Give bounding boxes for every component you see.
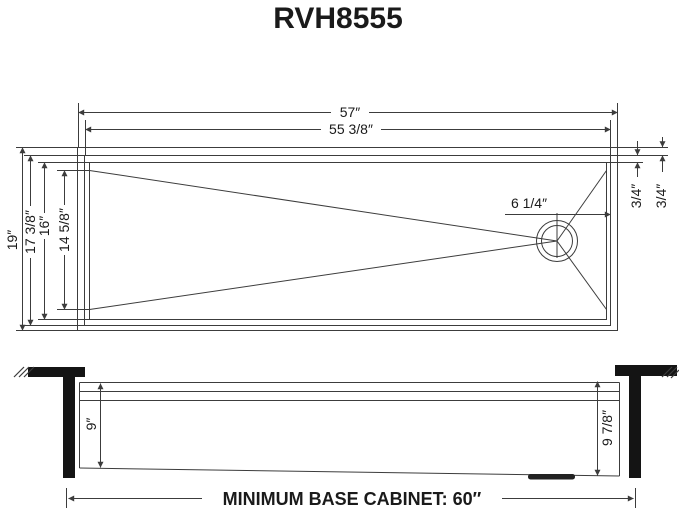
basin-slope-line-bottom-right [556,240,607,310]
svg-text:9 7/8″: 9 7/8″ [599,410,615,446]
svg-text:9″: 9″ [83,418,99,431]
hatch-mark [661,366,673,378]
svg-text:19″: 19″ [4,230,20,251]
dim-label-19: 19″ [4,226,20,254]
sink-front-view: 9″ 9 7/8″ [13,365,679,480]
sink-top-view [77,147,618,331]
dim-label-6-1-4: 6 1/4″ [511,195,547,211]
basin-slope-line-top-right [556,170,607,242]
dim-label-rim-inner: 3/4″ [628,180,644,212]
basin-slope-line-top-left [89,170,558,242]
hatch-mark [23,366,35,378]
top-view-dimensions: 57″ 55 3/8″ 19″ 17 3/8″ 16″ [4,103,669,331]
dim-label-16: 16″ [36,213,52,239]
sink-outer-rect [77,147,618,331]
countertop-left [28,367,85,377]
svg-text:14 5/8″: 14 5/8″ [56,208,72,252]
sink-rim-rect [84,155,611,326]
dim-label-9-7-8: 9 7/8″ [599,404,615,452]
cabinet-wall-left [63,377,75,478]
hatch-mark [13,366,25,378]
countertop-right [615,365,677,376]
basin-slope-line-bottom-left [89,240,558,310]
basin-rect [89,162,607,320]
hatch-mark [18,366,30,378]
dim-label-rim-outer: 3/4″ [653,180,669,212]
cabinet-wall-right [629,376,641,478]
hatch-mark [666,366,678,378]
svg-text:16″: 16″ [36,216,52,237]
base-cabinet-dimension: MINIMUM BASE CABINET: 60″ [66,487,636,509]
svg-text:17 3/8″: 17 3/8″ [22,210,38,254]
drain-fitting [528,474,575,480]
product-model-title: RVH8555 [273,2,403,35]
dim-label-57: 57″ [340,104,361,120]
dim-label-9: 9″ [83,413,99,435]
dim-label-17-3-8: 17 3/8″ [22,206,38,258]
dim-label-55-3-8: 55 3/8″ [329,121,373,137]
svg-text:3/4″: 3/4″ [653,184,669,208]
dim-label-14-5-8: 14 5/8″ [56,205,72,255]
hatch-mark [670,369,679,379]
base-cabinet-label: MINIMUM BASE CABINET: 60″ [223,489,482,509]
svg-text:3/4″: 3/4″ [628,184,644,208]
